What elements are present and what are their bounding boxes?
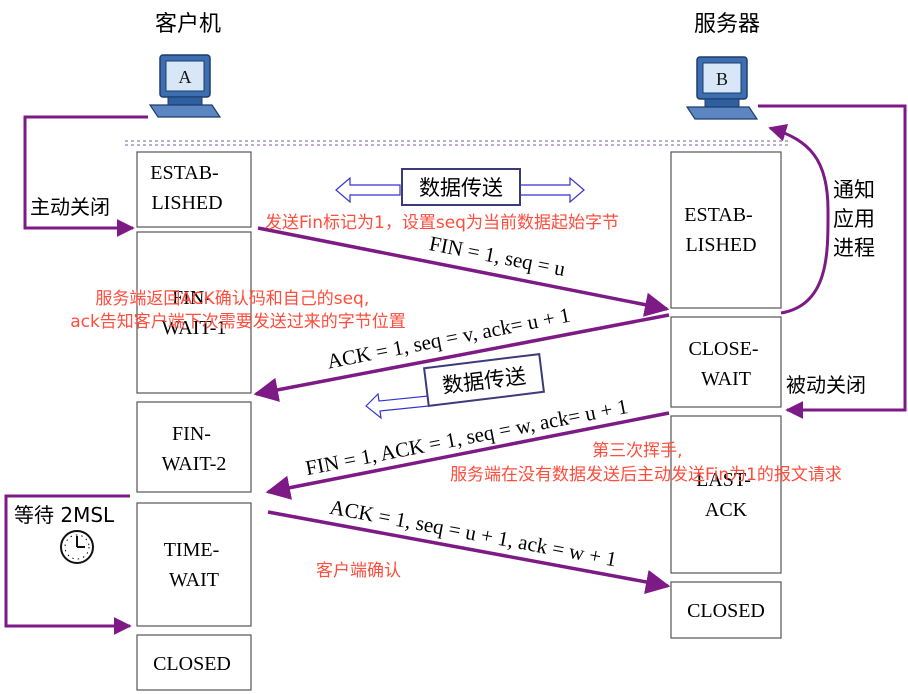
server-state-line: CLOSED xyxy=(687,600,765,622)
server-state-box xyxy=(670,316,782,408)
annotation-first-wave: 发送Fin标记为1，设置seq为当前数据起始字节 xyxy=(265,213,619,233)
server-state-line: CLOSE- xyxy=(689,338,759,360)
message-label-final-ack: ACK = 1, seq = u + 1, ack = w + 1 xyxy=(328,495,619,572)
server-state-established: ESTAB- LISHED xyxy=(684,204,757,256)
client-state-line: FIN- xyxy=(172,287,211,309)
server-notify-line: 通知 xyxy=(833,178,875,202)
server-title: 服务器 xyxy=(694,12,760,37)
client-state-line: FIN- xyxy=(172,423,211,445)
client-state-box xyxy=(136,634,252,691)
client-state-fin-wait-1: FIN- WAIT-1 xyxy=(162,287,227,339)
client-state-line: WAIT xyxy=(169,569,219,591)
wait-2msl-bracket xyxy=(4,494,132,635)
server-state-close-wait: CLOSE- WAIT xyxy=(689,338,764,390)
message-arrow-fin xyxy=(257,226,670,317)
client-state-closed: CLOSED xyxy=(153,653,231,675)
server-state-line: LAST- xyxy=(696,469,751,491)
server-notify-label: 通知 应用 进程 xyxy=(833,178,882,260)
server-state-line: ESTAB- xyxy=(684,204,752,226)
data-transfer-box xyxy=(423,352,545,408)
client-state-box xyxy=(136,231,252,394)
server-state-box xyxy=(670,415,782,574)
client-state-line: ESTAB- xyxy=(150,162,218,184)
annotation-third-wave: 第三次挥手, 服务端在没有数据发送后主动发送Fin为1的报文请求 xyxy=(450,441,842,485)
server-notify-line: 进程 xyxy=(833,236,875,260)
server-state-box xyxy=(670,581,782,639)
server-passive-close-arrow xyxy=(758,104,907,419)
message-arrow-final-ack xyxy=(267,510,671,595)
annotation-fourth-wave: 客户端确认 xyxy=(316,561,401,581)
data-transfer-left-arrow xyxy=(365,392,430,420)
annotation-line: ack告知客户端下次需要发送过来的字节位置 xyxy=(70,312,406,332)
server-state-line: ACK xyxy=(705,499,748,521)
server-state-line: LISHED xyxy=(685,234,756,256)
client-state-box xyxy=(136,401,252,493)
message-arrow-fin-ack xyxy=(265,411,670,500)
server-notify-line: 应用 xyxy=(833,207,875,231)
server-state-closed: CLOSED xyxy=(687,600,765,622)
wait-label: 等待 2MSL xyxy=(14,503,115,527)
client-state-line: LISHED xyxy=(151,192,222,214)
client-state-line: WAIT-2 xyxy=(162,453,227,475)
client-state-line: CLOSED xyxy=(153,653,231,675)
client-state-line: WAIT-1 xyxy=(162,317,227,339)
client-state-time-wait: TIME- WAIT xyxy=(164,539,225,591)
annotation-second-wave: 服务端返回ACK确认码和自己的seq, ack告知客户端下次需要发送过来的字节位… xyxy=(70,289,406,332)
annotation-line: 第三次挥手, xyxy=(592,441,682,461)
message-arrow-ack xyxy=(253,313,670,402)
clock-icon xyxy=(60,530,94,564)
server-state-box xyxy=(670,151,782,309)
server-state-line: WAIT xyxy=(701,368,751,390)
client-active-close-arrow xyxy=(23,115,148,237)
data-transfer-label: 数据传送 xyxy=(419,176,503,200)
annotation-line: 服务端返回ACK确认码和自己的seq, xyxy=(95,289,369,309)
client-state-line: TIME- xyxy=(164,539,220,561)
computer-letter: B xyxy=(716,69,728,89)
data-transfer-box xyxy=(401,168,521,206)
client-action-label: 主动关闭 xyxy=(30,195,110,219)
annotation-line: 服务端在没有数据发送后主动发送Fin为1的报文请求 xyxy=(450,465,842,485)
computer-letter: A xyxy=(179,67,192,87)
server-state-last-ack: LAST- ACK xyxy=(696,469,756,521)
client-state-fin-wait-2: FIN- WAIT-2 xyxy=(162,423,227,475)
computer-icon: B xyxy=(685,56,759,120)
client-state-box xyxy=(136,151,252,228)
client-state-established: ESTAB- LISHED xyxy=(150,162,223,214)
computer-icon: A xyxy=(148,54,222,118)
client-title: 客户机 xyxy=(155,12,221,37)
server-action-label: 被动关闭 xyxy=(786,373,866,397)
server-notify-arrow xyxy=(768,124,830,315)
client-state-box xyxy=(136,502,252,627)
